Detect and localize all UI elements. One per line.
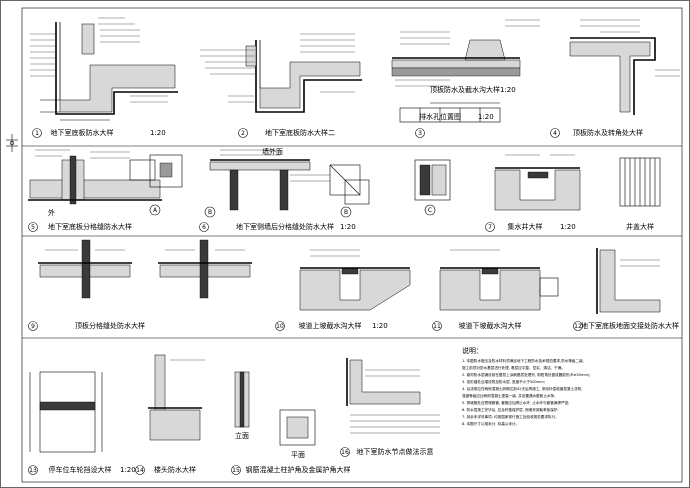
notes-line: 8. 本图尺寸以毫米计, 标高以米计。 (462, 421, 519, 426)
detail-16-bubble (340, 447, 350, 457)
label-wall: 墙外面 (262, 147, 283, 156)
notes-line: 强度等级应比两侧混凝土提高一级, 并设置遇水膨胀止水条; (462, 393, 555, 398)
ref-b-bubble (204, 206, 216, 218)
detail-10-drawing (299, 249, 411, 311)
detail-11-bubble (432, 321, 442, 331)
ref-b2-label: B (344, 209, 348, 216)
label-view: 立面 (235, 431, 249, 440)
detail-7-number: 7 (488, 224, 492, 231)
detail-16-number: 16 (341, 449, 349, 456)
drain-hole-plan (399, 107, 501, 123)
detail-2-drawing (200, 33, 362, 113)
detail-3-bubble (415, 128, 425, 138)
detail-2-number: 2 (241, 130, 245, 137)
detail-9-bubble (28, 321, 38, 331)
notes-line: 4. 后浇带应在两侧混凝土龄期达到42天后再施工, 采用补偿收缩混凝土浇筑, (462, 386, 582, 391)
detail-7-drawing (494, 154, 581, 211)
detail-12-number: 12 (574, 323, 582, 330)
detail-11-title: 坡道下坡截水沟大样 (459, 321, 522, 330)
detail-3-number: 3 (418, 130, 422, 137)
detail-6-number: 6 (202, 224, 206, 231)
detail-13-scale: 1:20 (120, 466, 136, 474)
detail-15-title: 钢筋混凝土柱护角及金属护角大样 (246, 465, 351, 474)
detail-7-bubble (485, 222, 495, 232)
notes-line: 5. 穿墙管处应预埋套管, 套管应加焊止水环, 止水环与套管满焊严密; (462, 400, 569, 405)
notes-heading: 说明： (462, 346, 483, 355)
detail-3-title: 顶板防水及截水沟大样 (430, 85, 500, 94)
notes-line: 施工前须对防水基层进行处理, 基层应平整、坚实、清洁、干燥。 (462, 365, 565, 370)
detail-7-title: 集水井大样 (508, 222, 543, 231)
notes-line: 3. 变形缝处应增设附加防水层, 宽度不小于500mm; (462, 379, 545, 384)
notes-block: 说明： 1. 本图防水做法及防水材料须满足地下工程防水技术规范要求,防水等级二级… (462, 346, 591, 426)
detail-2-title: 地下室底板防水大样二 (265, 128, 335, 137)
detail-12-bubble (573, 321, 583, 331)
ref-a-bubble (149, 204, 161, 216)
ref-c-label: C (428, 207, 432, 214)
detail-11-number: 11 (433, 323, 441, 330)
detail-4-bubble (550, 128, 560, 138)
ref-c-bubble (424, 204, 436, 216)
detail-8-drawing (619, 157, 661, 207)
detail-13-number: 13 (29, 467, 37, 474)
ref-b2-bubble (340, 206, 352, 218)
detail-7-scale: 1:20 (560, 223, 576, 231)
detail-15-number: 15 (232, 467, 240, 474)
detail-5-number: 5 (31, 224, 35, 231)
detail-4-number: 4 (553, 130, 557, 137)
detail-5-title: 地下室底板分格缝防水大样 (48, 222, 132, 231)
detail-1-number: 1 (35, 130, 39, 137)
detail-8-title: 井盖大样 (626, 222, 654, 231)
detail-15-drawing (234, 371, 316, 446)
detail-15-bubble (231, 465, 241, 475)
detail-6-drawing (209, 149, 370, 211)
inner-frame (21, 7, 683, 483)
detail-4-drawing (569, 19, 680, 115)
detail-1-title: 地下室底板防水大样 (51, 128, 114, 137)
detail-13-drawing (29, 371, 103, 453)
notes-line: 2. 卷材防水层铺设前在基层上涂刷基层处理剂, 阴阳角处做成圆弧形(R≥50mm… (462, 372, 591, 377)
label-outer: 外 (48, 208, 55, 217)
detail-13-title: 停车位车轮挡设大样 (49, 465, 112, 474)
detail-c-drawing (414, 159, 451, 201)
detail-5-drawing (28, 149, 183, 205)
detail-13-bubble (28, 465, 38, 475)
detail-3-drawing (391, 19, 540, 104)
detail-10-number: 10 (276, 323, 284, 330)
detail-12-title: 地下室底板地面交接处防水大样 (581, 321, 679, 330)
detail-16-title: 地下室防水节点做法示意 (357, 447, 434, 456)
detail-9-title: 顶板分格缝处防水大样 (75, 321, 145, 330)
detail-14-drawing (148, 354, 205, 441)
detail-11-drawing (439, 249, 559, 311)
detail-6-title: 地下室侧墙后分格缝处防水大样 (236, 222, 334, 231)
detail-9-number: 9 (31, 323, 35, 330)
ref-b-label: B (208, 209, 212, 216)
plan-title: 排水孔位置图 (419, 112, 461, 121)
detail-14-bubble (135, 465, 145, 475)
detail-14-number: 14 (136, 467, 144, 474)
detail-5-bubble (28, 222, 38, 232)
detail-1-scale: 1:20 (150, 129, 166, 137)
label-plan: 平面 (291, 451, 305, 459)
detail-12-drawing (596, 248, 661, 314)
detail-6-scale: 1:20 (340, 223, 356, 231)
detail-16-drawing (346, 358, 440, 434)
ref-a-label: A (153, 207, 158, 214)
detail-1-drawing (30, 17, 178, 121)
notes-line: 7. 其余未详尽事项, 均按国家现行施工及验收规范要求执行。 (462, 414, 559, 419)
detail-1-bubble (32, 128, 42, 138)
detail-9-drawing (38, 239, 252, 299)
detail-14-title: 楼头防水大样 (154, 465, 196, 474)
detail-2-bubble (238, 128, 248, 138)
detail-10-bubble (275, 321, 285, 331)
detail-6-bubble (199, 222, 209, 232)
detail-10-title: 坡道上坡截水沟大样 (299, 321, 362, 330)
binding-margin (6, 134, 18, 152)
detail-10-scale: 1:20 (372, 322, 388, 330)
notes-line: 1. 本图防水做法及防水材料须满足地下工程防水技术规范要求,防水等级二级, (462, 358, 584, 363)
detail-3-scale: 1:20 (500, 86, 516, 94)
notes-line: 6. 防水层施工完毕后, 应及时做保护层, 侧墙采用聚苯板保护; (462, 407, 559, 412)
plan-scale: 1:20 (478, 113, 494, 121)
detail-4-title: 顶板防水及转角处大样 (573, 128, 643, 137)
